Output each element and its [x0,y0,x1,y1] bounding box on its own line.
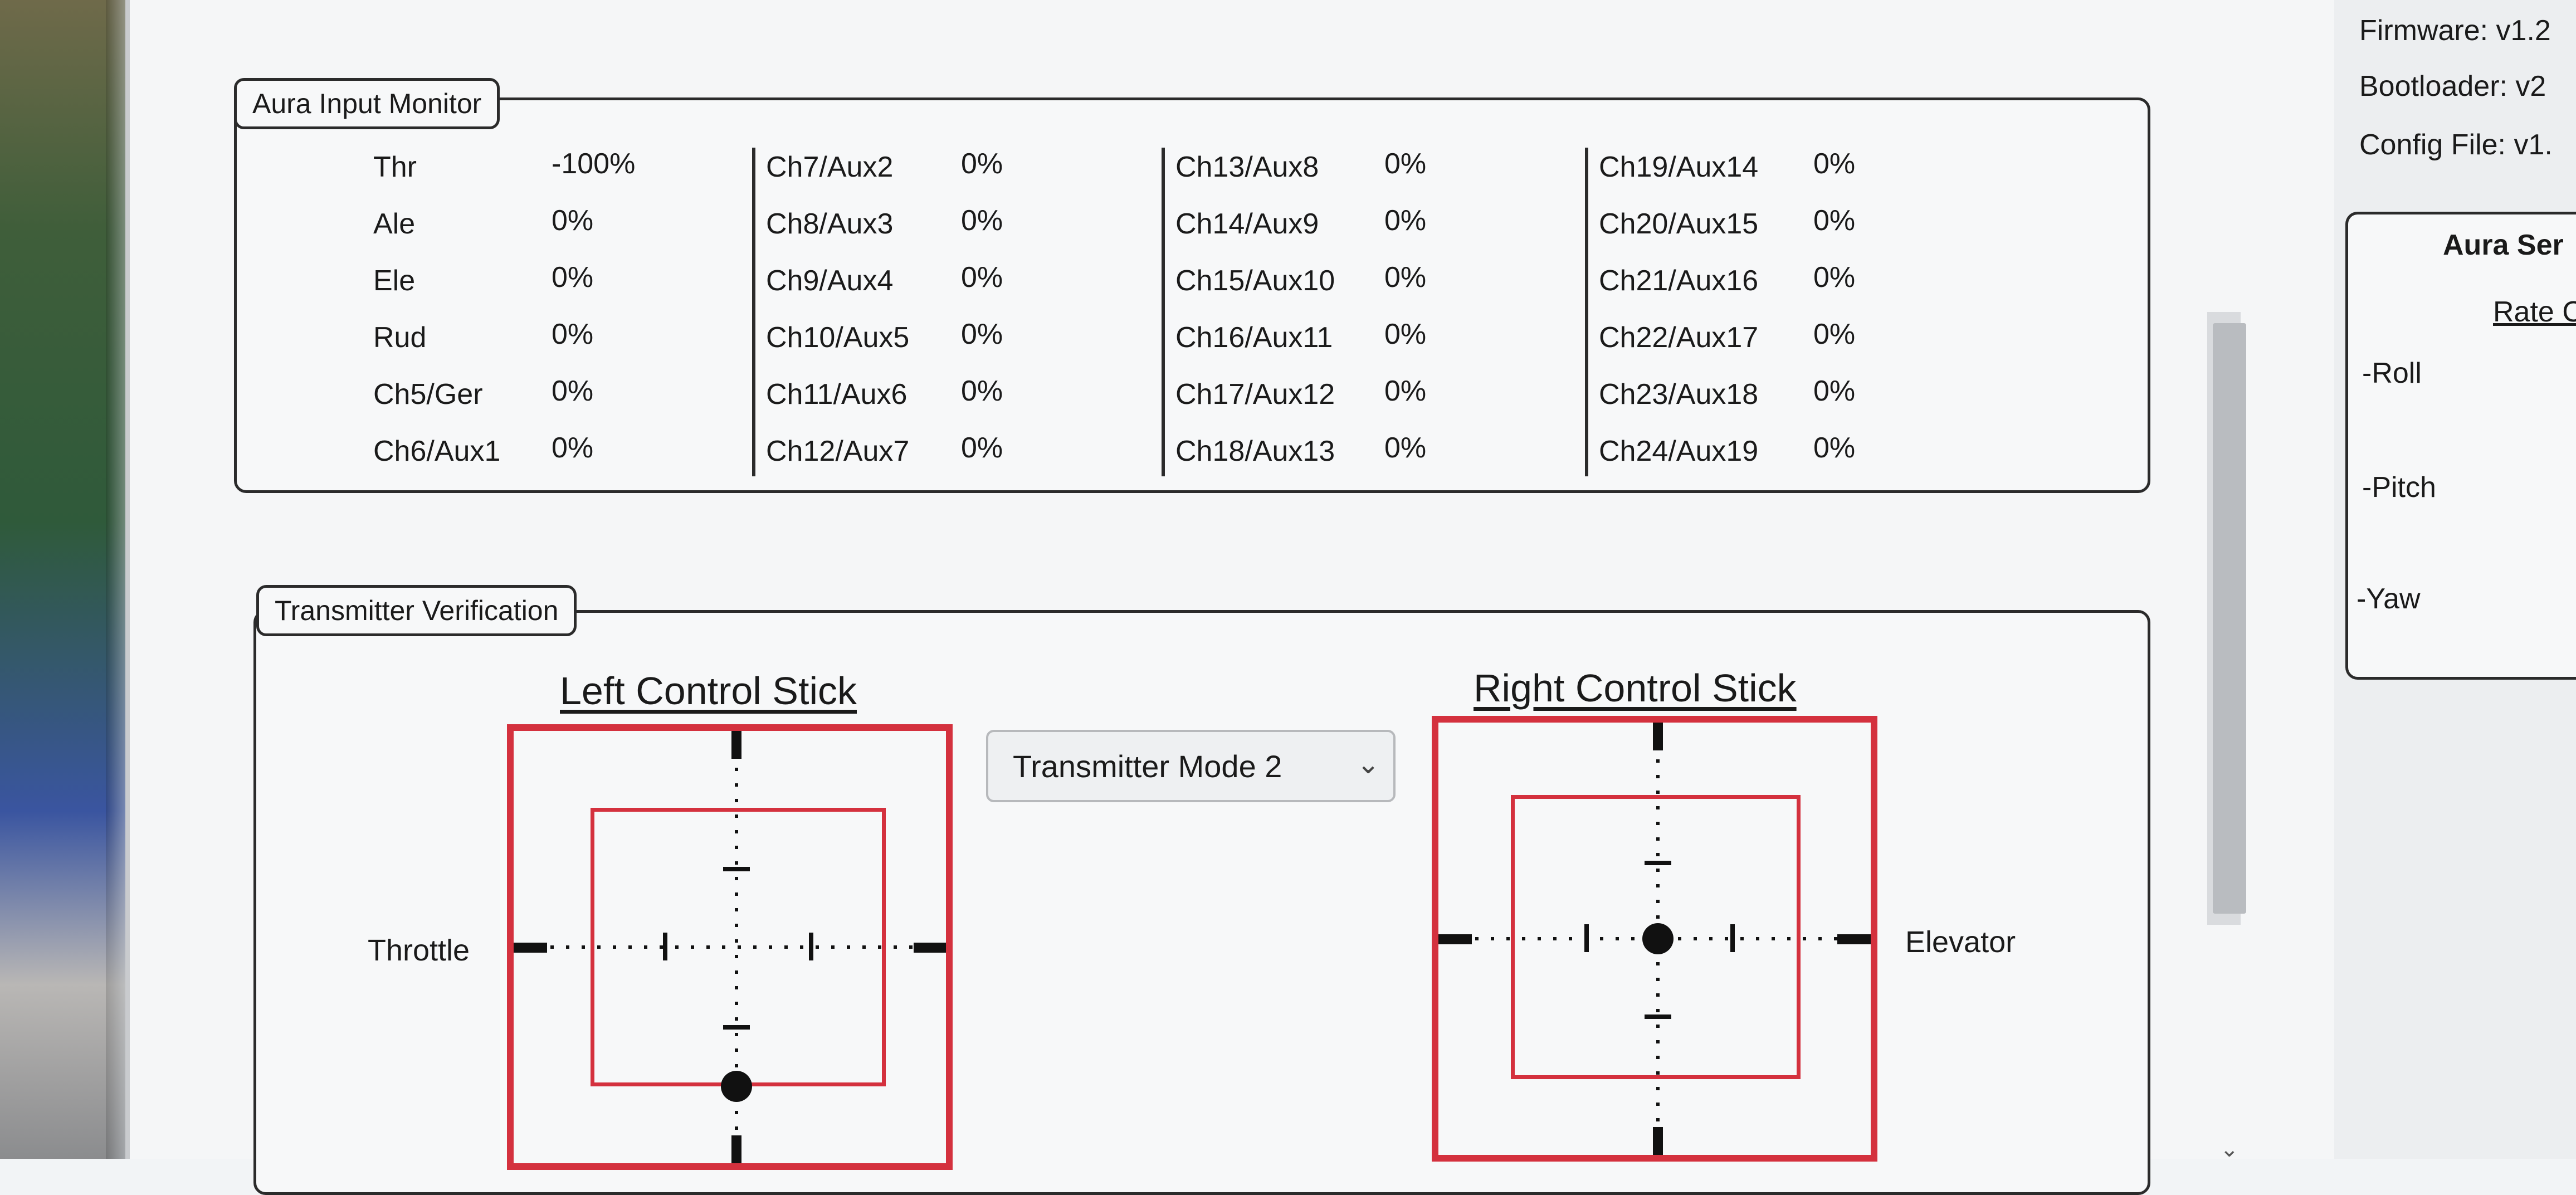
channel-value: 0% [552,432,594,464]
channel-label: Ale [373,208,416,240]
channel-label: Ch8/Aux3 [766,208,894,240]
channel-value: 0% [1384,375,1427,407]
left-stick-frame [507,724,953,1170]
channel-value: 0% [1813,148,1856,180]
scroll-down-icon[interactable]: ⌄ [2220,1137,2239,1162]
channel-label: Ch5/Ger [373,378,483,411]
channel-value: 0% [1813,318,1856,350]
right-stick-inner-frame [1511,795,1801,1079]
transmitter-mode-value: Transmitter Mode 2 [1013,748,1282,784]
transmitter-verification-title: Transmitter Verification [256,585,577,636]
column-separator [1162,148,1165,476]
elevator-label: Elevator [1905,925,2016,959]
channel-label: Ch21/Aux16 [1599,265,1759,297]
channel-label: Ch22/Aux17 [1599,321,1759,354]
chevron-down-icon: ⌄ [1357,748,1380,779]
channel-label: Ch17/Aux12 [1175,378,1335,411]
channel-value: 0% [1384,204,1427,237]
channel-value: 0% [1384,318,1427,350]
channel-label: Ele [373,265,416,297]
channel-label: Ch18/Aux13 [1175,435,1335,467]
channel-value: -100% [552,148,636,180]
right-stick-title: Right Control Stick [1474,666,1797,710]
channel-value: 0% [961,432,1003,464]
right-stick-frame [1432,716,1877,1162]
desktop-background [0,0,128,1159]
channel-value: 0% [552,318,594,350]
bootloader-version: Bootloader: v2 [2359,70,2546,103]
channel-label: Ch13/Aux8 [1175,151,1319,183]
channel-label: Ch7/Aux2 [766,151,894,183]
channel-label: Ch10/Aux5 [766,321,910,354]
channel-label: Ch24/Aux19 [1599,435,1759,467]
channel-value: 0% [961,204,1003,237]
right-stick-crosshair [1438,723,1871,1155]
input-monitor-title: Aura Input Monitor [234,78,500,129]
channel-label: Rud [373,321,427,354]
transmitter-verification-group [253,610,2150,1195]
channel-value: 0% [1813,261,1856,294]
column-separator [1585,148,1588,476]
throttle-label: Throttle [368,934,470,967]
channel-value: 0% [961,148,1003,180]
channel-label: Ch14/Aux9 [1175,208,1319,240]
settings-title: Aura Ser [2443,229,2564,261]
channel-value: 0% [1384,432,1427,464]
input-monitor-group [234,97,2150,493]
channel-label: Ch11/Aux6 [766,378,908,411]
channel-label: Ch20/Aux15 [1599,208,1759,240]
yaw-label: -Yaw [2357,583,2421,615]
channel-value: 0% [961,261,1003,294]
scrollbar-thumb[interactable] [2213,323,2246,914]
firmware-version: Firmware: v1.2 [2359,14,2551,47]
channel-label: Ch6/Aux1 [373,435,501,467]
column-separator [752,148,755,476]
channel-value: 0% [552,204,594,237]
left-stick-dot[interactable] [721,1071,752,1102]
channel-value: 0% [1384,261,1427,294]
channel-value: 0% [1384,148,1427,180]
config-file-version: Config File: v1. [2359,129,2553,161]
pitch-label: -Pitch [2362,471,2436,504]
channel-value: 0% [1813,432,1856,464]
left-stick-title: Left Control Stick [560,669,857,713]
channel-label: Ch15/Aux10 [1175,265,1335,297]
channel-value: 0% [961,375,1003,407]
aura-settings-panel [2345,212,2576,680]
channel-value: 0% [552,261,594,294]
channel-label: Ch16/Aux11 [1175,321,1333,354]
channel-label: Ch9/Aux4 [766,265,894,297]
channel-label: Ch12/Aux7 [766,435,910,467]
channel-value: 0% [552,375,594,407]
channel-value: 0% [1813,375,1856,407]
left-stick-crosshair [514,731,946,1163]
rate-link[interactable]: Rate C [2493,296,2576,328]
transmitter-mode-select[interactable]: Transmitter Mode 2 ⌄ [986,730,1396,802]
right-stick-dot[interactable] [1642,923,1674,954]
channel-value: 0% [961,318,1003,350]
channel-label: Ch19/Aux14 [1599,151,1759,183]
channel-label: Thr [373,151,417,183]
channel-value: 0% [1813,204,1856,237]
roll-label: -Roll [2362,357,2422,389]
channel-label: Ch23/Aux18 [1599,378,1759,411]
